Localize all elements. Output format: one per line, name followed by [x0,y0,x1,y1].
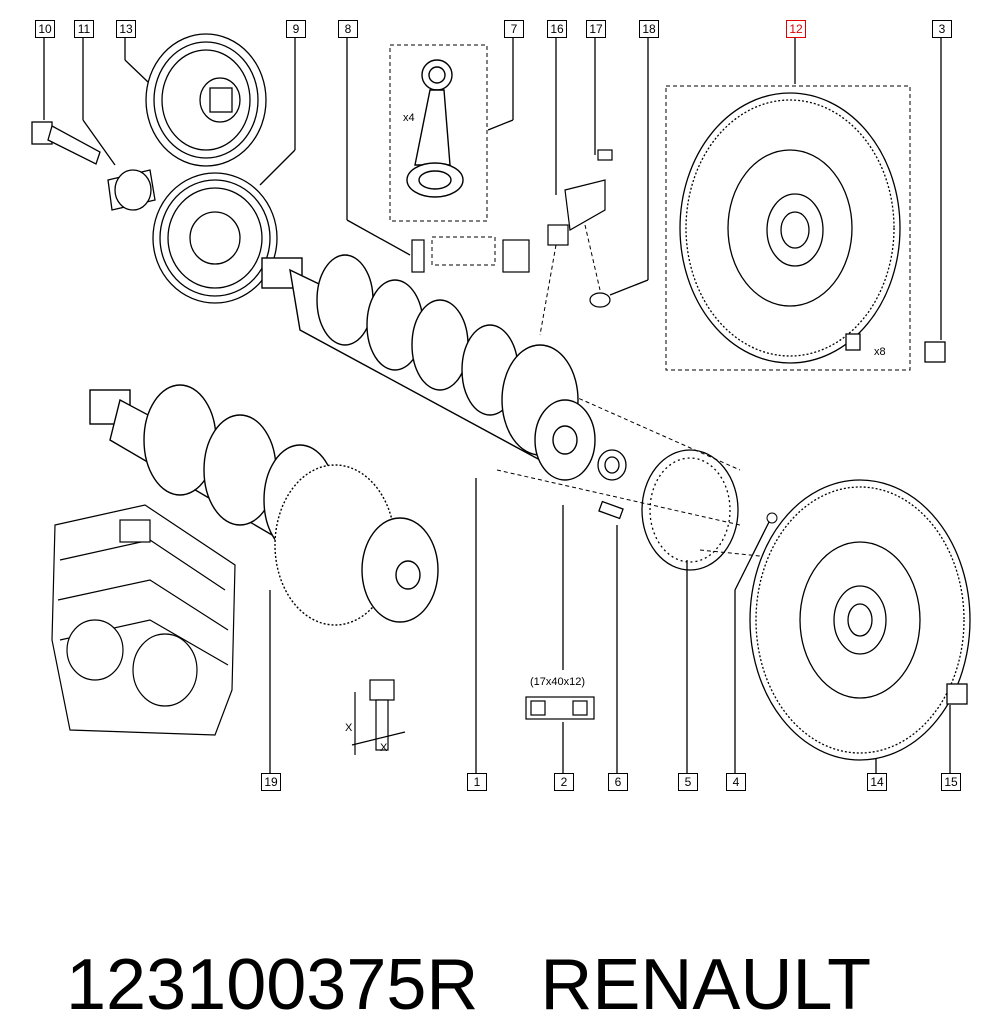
seal-dimension: (17x40x12) [530,676,586,688]
exploded-parts-diagram [31,33,971,773]
target-ring-5 [641,449,739,571]
crankshaft-19 [89,384,439,626]
bolt-dimension [351,679,406,755]
callout-18: 18 [639,20,659,38]
callout-1: 1 [467,773,487,791]
connecting-rod [406,59,464,198]
dimension-x-bottom: X [380,742,388,754]
seal-2 [525,696,595,720]
part-caption: 123100375R RENAULT [26,862,871,1026]
callout-16: 16 [547,20,567,38]
callout-6: 6 [608,773,628,791]
callout-17: 17 [586,20,606,38]
crankshaft-1 [261,254,596,481]
brand-name: RENAULT [540,945,872,1025]
callout-2: 2 [554,773,574,791]
hub-11 [107,169,156,211]
callout-14: 14 [867,773,887,791]
callout-12: 12 [786,20,806,38]
part-number: 123100375R [66,945,479,1025]
engine-illustration [51,504,236,736]
rod-quantity: x4 [403,112,415,124]
callout-3: 3 [932,20,952,38]
callout-11: 11 [74,20,94,38]
callout-8: 8 [338,20,358,38]
pilot-bearing [597,449,627,520]
callout-5: 5 [678,773,698,791]
pulley-9 [152,172,278,304]
bolt-quantity: x8 [874,346,886,358]
callout-13: 13 [116,20,136,38]
callout-15: 15 [941,773,961,791]
flywheel-14 [749,479,971,761]
callout-7: 7 [504,20,524,38]
crank-pulley-13 [145,33,267,167]
dimension-x-left: X [345,722,353,734]
callout-10: 10 [35,20,55,38]
callout-4: 4 [726,773,746,791]
flywheel-12 [679,92,901,364]
callout-9: 9 [286,20,306,38]
sensor-16 [411,149,613,308]
bolt-10 [31,121,101,165]
callout-19: 19 [261,773,281,791]
flywheel-bolt [845,333,946,363]
